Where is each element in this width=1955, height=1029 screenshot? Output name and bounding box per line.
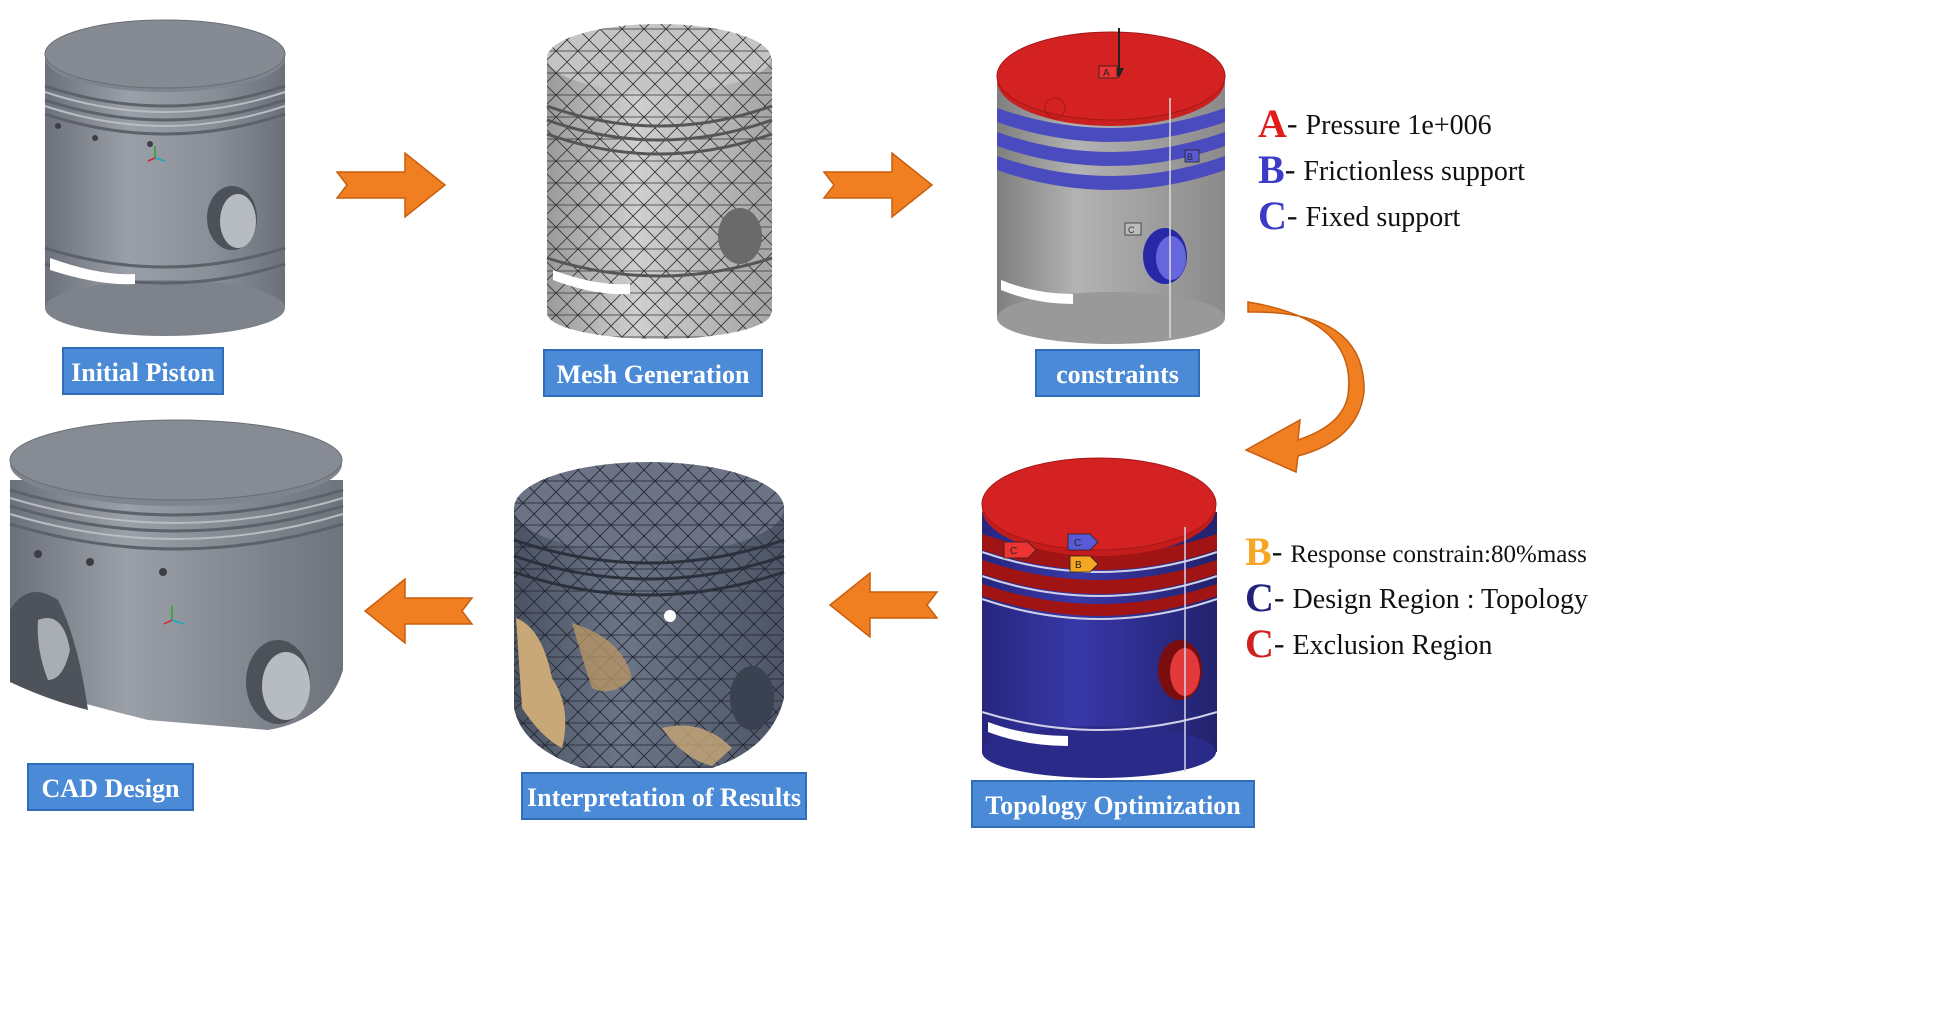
constraint-legend-item: B- Frictionless support: [1258, 146, 1525, 193]
constraint-legend-text: Fixed support: [1305, 202, 1461, 233]
topology-legend-item: C- Exclusion Region: [1245, 620, 1492, 667]
tag-c-design: C: [1074, 538, 1081, 549]
constraint-legend-dash: -: [1286, 105, 1306, 141]
topology-legend-dash: -: [1271, 533, 1291, 569]
topology-legend-text: Exclusion Region: [1292, 630, 1493, 661]
arrow-right-2: [822, 151, 934, 219]
label-constraints: constraints: [1035, 349, 1200, 397]
constraint-legend-dash: -: [1286, 197, 1306, 233]
label-initial-piston: Initial Piston: [62, 347, 224, 395]
arrow-curved-down: [1244, 301, 1365, 474]
label-topology-optimization: Topology Optimization: [971, 780, 1255, 828]
topology-legend-key: B: [1245, 529, 1272, 574]
topology-legend-dash: -: [1273, 625, 1293, 661]
topology-legend-dash: -: [1273, 579, 1293, 615]
topology-legend-text: Response constrain:80%mass: [1290, 541, 1587, 568]
interpretation-piston-model: [513, 462, 785, 768]
constraint-legend-key: B: [1258, 147, 1285, 192]
tag-c: C: [1128, 225, 1135, 235]
topology-legend-item: B- Response constrain:80%mass: [1245, 528, 1587, 575]
constraint-legend-text: Frictionless support: [1303, 156, 1526, 187]
topology-legend-text: Design Region : Topology: [1292, 584, 1588, 615]
topology-legend-key: C: [1245, 575, 1274, 620]
constraint-legend-text: Pressure 1e+006: [1305, 110, 1492, 141]
topology-legend-item: C- Design Region : Topology: [1245, 574, 1588, 621]
tag-b-response: B: [1075, 560, 1082, 571]
mesh-piston-model: [546, 24, 773, 339]
constraint-legend-key: C: [1258, 193, 1287, 238]
label-cad-design: CAD Design: [27, 763, 194, 811]
constraint-legend-item: C- Fixed support: [1258, 192, 1460, 239]
tag-c-exclusion: C: [1010, 546, 1017, 557]
topology-piston-model: C C B: [981, 457, 1218, 778]
arrow-left-2: [363, 577, 474, 645]
initial-piston-model: [44, 19, 286, 336]
constraint-legend-dash: -: [1284, 151, 1304, 187]
tag-b: B: [1187, 152, 1193, 162]
arrow-right-1: [335, 151, 447, 219]
constraint-legend-item: A- Pressure 1e+006: [1258, 100, 1492, 147]
label-interpretation-of-results: Interpretation of Results: [521, 772, 807, 820]
tag-a: A: [1103, 68, 1110, 79]
label-mesh-generation: Mesh Generation: [543, 349, 763, 397]
constraints-piston-model: A B C: [996, 28, 1226, 344]
constraint-legend-key: A: [1258, 101, 1287, 146]
cad-piston-model: [9, 419, 344, 730]
arrow-left-1: [828, 571, 939, 639]
topology-legend-key: C: [1245, 621, 1274, 666]
